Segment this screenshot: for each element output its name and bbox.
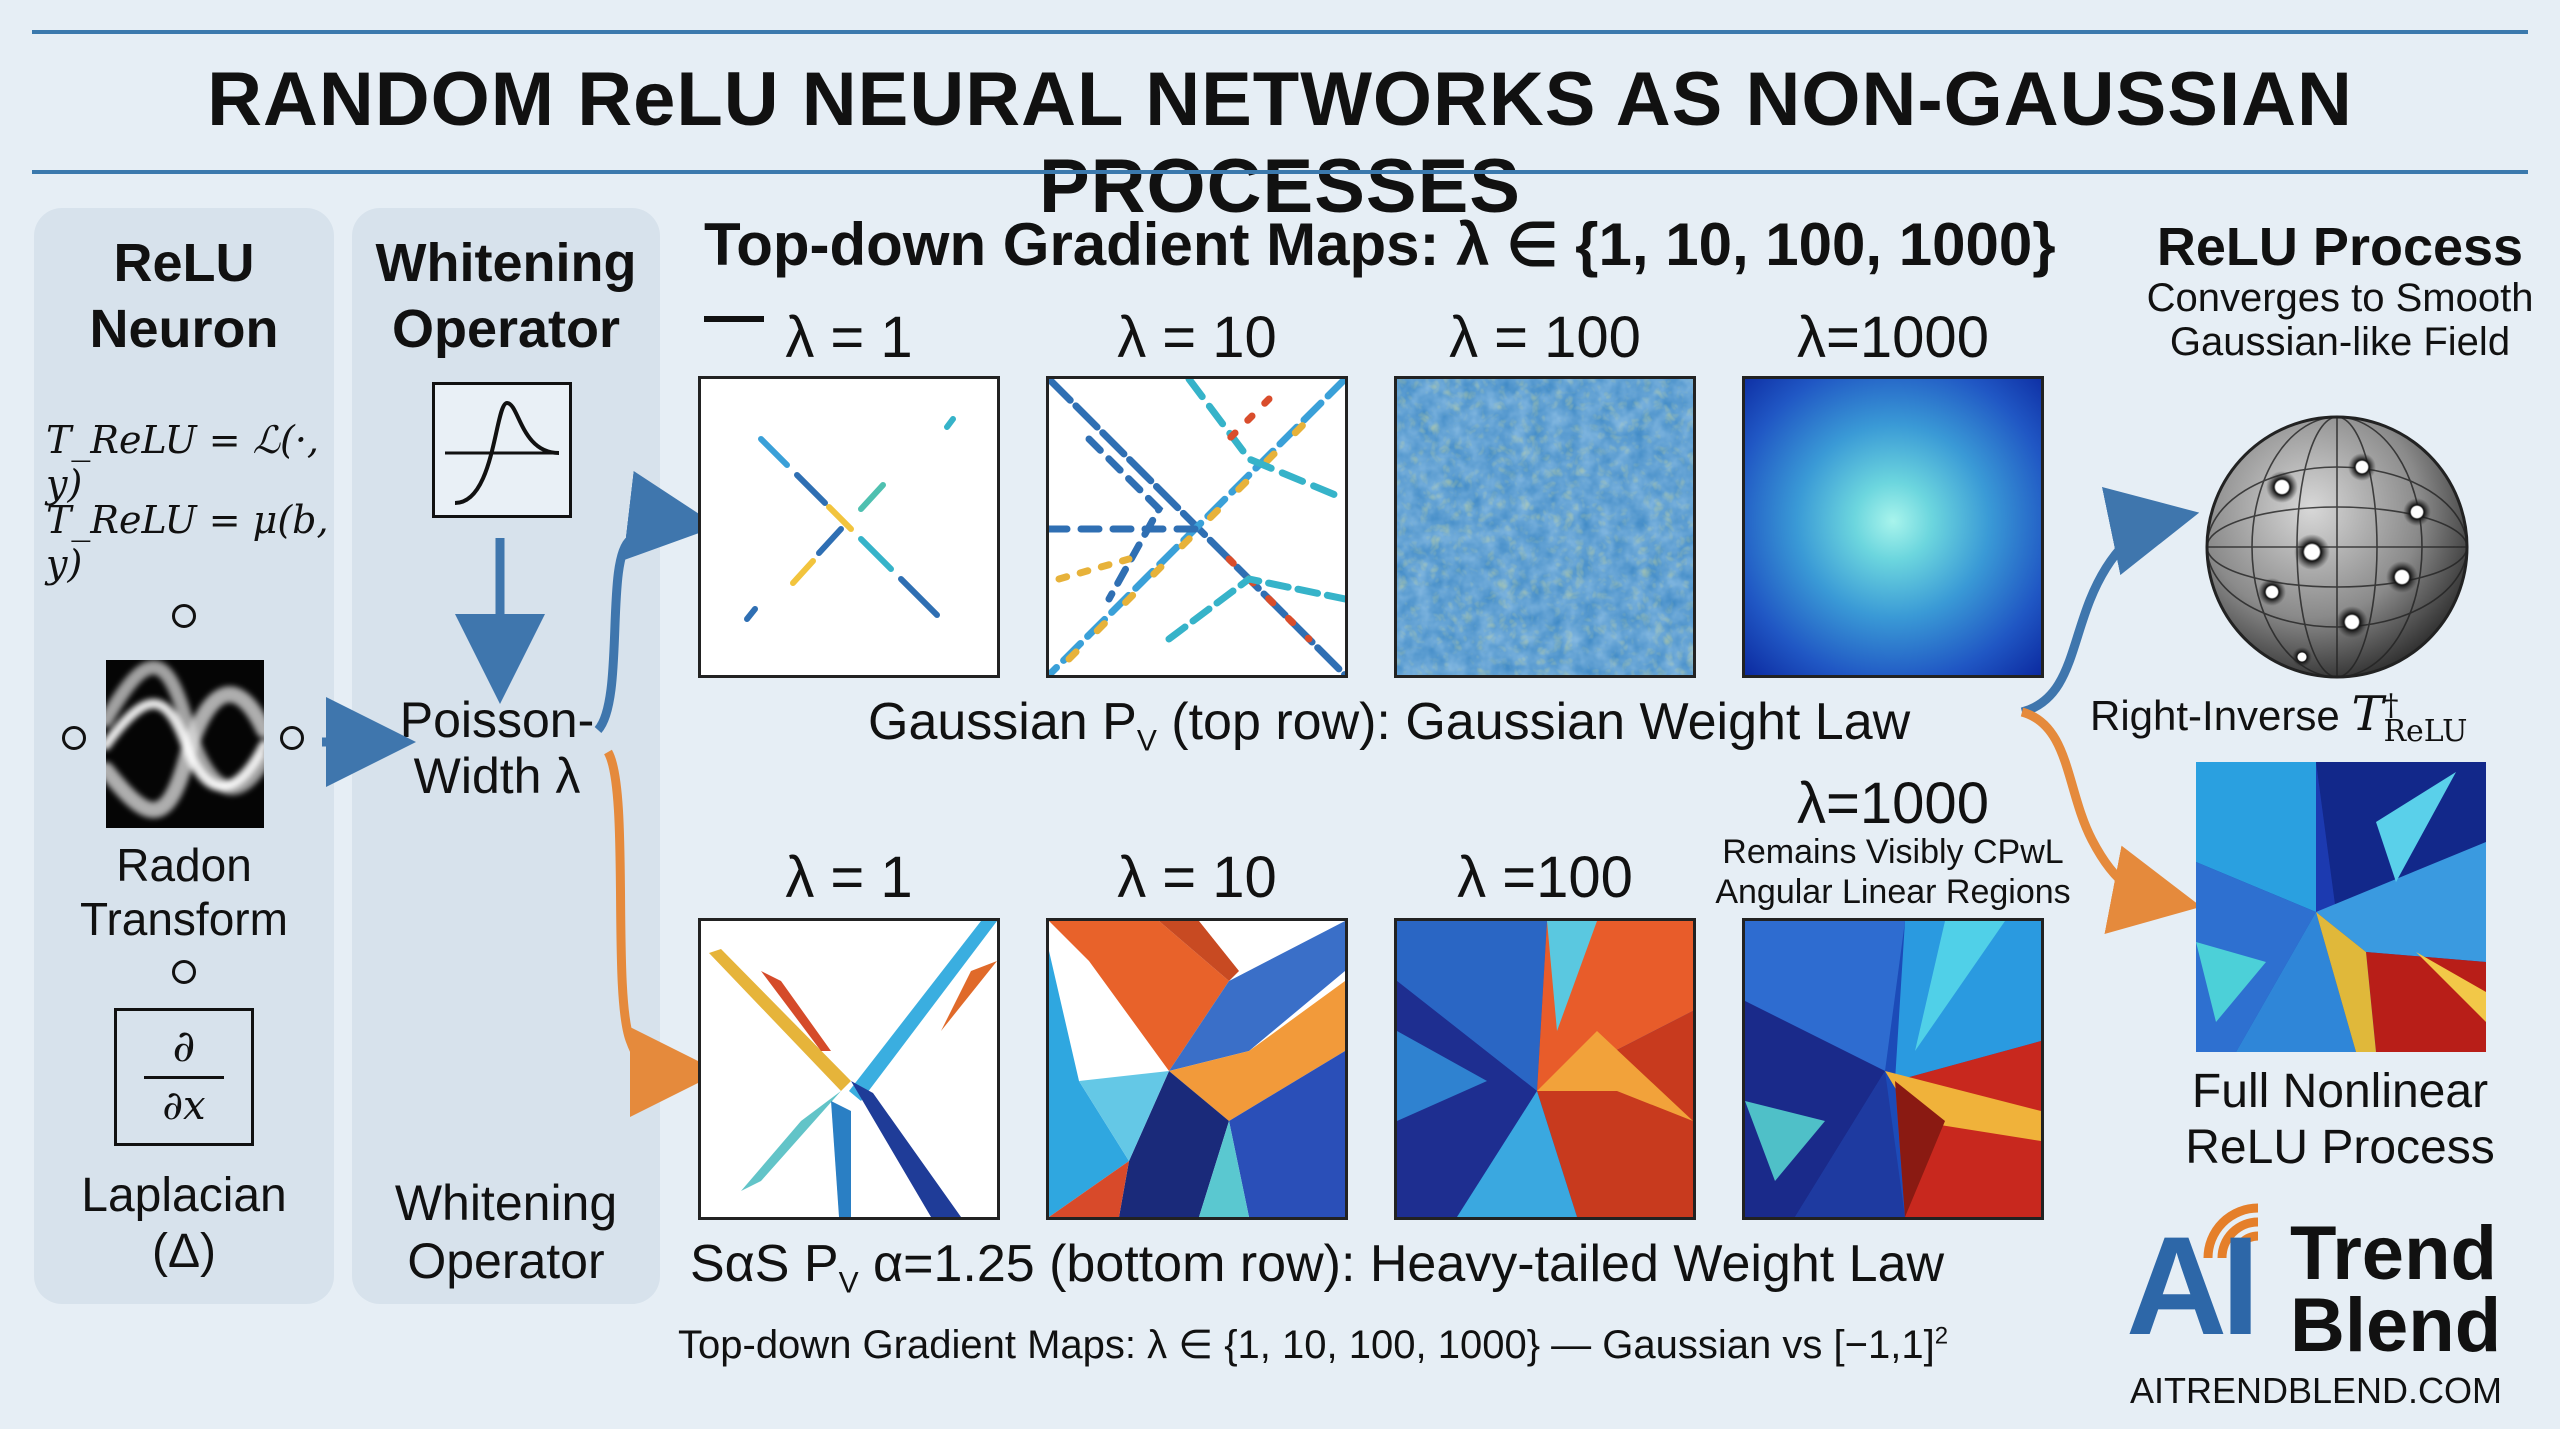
page-title: RANDOM ReLU NEURAL NETWORKS AS NON-GAUSS…	[207, 57, 2353, 229]
right-node	[280, 726, 304, 750]
gaussian-map-lambda-1	[698, 376, 1000, 678]
brand-url[interactable]: AITRENDBLEND.COM	[2130, 1370, 2503, 1411]
sas-map-lambda-1000	[1742, 918, 2044, 1220]
sas-row-caption: SαS PV α=1.25 (bottom row): Heavy-tailed…	[690, 1234, 2090, 1300]
derivative-box: ∂ ∂x	[114, 1008, 254, 1146]
right-inverse-text: Right-Inverse	[2090, 692, 2352, 739]
gaussian-caption-rest: (top row): Gaussian Weight Law	[1156, 693, 1911, 751]
right-inverse-operator: T	[2351, 686, 2384, 742]
bump-function-box	[432, 382, 572, 518]
top-label-1: λ = 1	[785, 305, 913, 370]
radon-sinogram-image	[98, 660, 272, 828]
bottom-label-1: λ = 1	[785, 845, 913, 910]
top-label-100: λ = 100	[1449, 305, 1641, 370]
footer-caption-sup: 2	[1934, 1322, 1949, 1350]
signal-icon	[2203, 1203, 2259, 1259]
right-inverse-scripts: †ReLU	[2383, 687, 2468, 749]
formula-mu: T_ReLU = μ(b, y)	[46, 498, 329, 586]
relu-neuron-heading: ReLU Neuron	[89, 233, 279, 359]
full-process-map	[2196, 762, 2486, 1052]
title-rule	[32, 170, 2528, 174]
sas-caption-main: SαS P	[690, 1235, 839, 1293]
derivative-denominator: ∂x	[162, 1083, 206, 1129]
sas-map-lambda-10	[1046, 918, 1348, 1220]
gaussian-row-caption: Gaussian PV (top row): Gaussian Weight L…	[868, 692, 2068, 758]
relu-process-heading: ReLU Process	[2156, 217, 2524, 277]
gaussian-caption-main: Gaussian P	[868, 693, 1137, 751]
relu-neuron-panel: ReLU Neuron T_ReLU = ℒ(·, y) T_ReLU = μ(…	[34, 208, 334, 1304]
sas-map-lambda-1	[698, 918, 1000, 1220]
top-node	[172, 604, 196, 628]
gaussian-field-sphere	[2202, 412, 2472, 682]
right-inverse-sup: †	[2383, 687, 2399, 723]
left-node	[62, 726, 86, 750]
footer-caption: Top-down Gradient Maps: λ ∈ {1, 10, 100,…	[678, 1322, 2078, 1368]
full-process-label: Full Nonlinear ReLU Process	[2185, 1065, 2495, 1174]
sas-map-lambda-100	[1394, 918, 1696, 1220]
poisson-width-label: Poisson-Width λ	[399, 692, 595, 804]
right-inverse-sub: ReLU	[2383, 713, 2468, 749]
cpwl-note: Remains Visibly CPwL Angular Linear Regi…	[1715, 833, 2071, 911]
bottom-label-10: λ = 10	[1117, 845, 1277, 910]
sas-caption-sub: V	[838, 1266, 859, 1300]
gaussian-map-lambda-1000	[1742, 376, 2044, 678]
brand-ai-text: AI	[2126, 1207, 2260, 1364]
derivative-numerator: ∂	[172, 1021, 196, 1072]
right-inverse-label: Right-Inverse T†ReLU	[2090, 686, 2560, 749]
whitening-heading: Whitening Operator	[375, 233, 637, 359]
radon-transform-label: Radon Transform	[80, 839, 288, 945]
derivative-bar	[144, 1076, 224, 1079]
laplacian-label: Laplacian (Δ)	[81, 1169, 287, 1278]
whitening-footer-label: Whitening Operator	[394, 1175, 618, 1289]
brand-trend-text: Trend	[2290, 1211, 2497, 1296]
sas-caption-rest: α=1.25 (bottom row): Heavy-tailed Weight…	[858, 1235, 1945, 1293]
footer-caption-text: Top-down Gradient Maps: λ ∈ {1, 10, 100,…	[678, 1323, 1935, 1367]
top-label-10: λ = 10	[1117, 305, 1277, 370]
top-label-1000: λ=1000	[1797, 305, 1989, 370]
top-rule	[32, 30, 2528, 34]
brand-blend-text: Blend	[2290, 1283, 2502, 1368]
formula-laplace: T_ReLU = ℒ(·, y)	[46, 418, 319, 506]
bottom-label-1000: λ=1000	[1797, 771, 1989, 836]
gaussian-map-lambda-10	[1046, 376, 1348, 678]
gradient-maps-heading: Top-down Gradient Maps: λ ∈ {1, 10, 100,…	[704, 211, 2056, 348]
whitening-operator-panel: Whitening Operator Poisson-Width λ White…	[352, 208, 660, 1304]
brand-logo: AI Trend Blend	[2120, 1192, 2540, 1368]
gaussian-caption-sub: V	[1136, 724, 1157, 758]
bottom-label-100: λ =100	[1457, 845, 1633, 910]
relu-process-subheading: Converges to Smooth Gaussian-like Field	[2146, 276, 2534, 364]
bottom-node	[172, 960, 196, 984]
gaussian-map-lambda-100	[1394, 376, 1696, 678]
